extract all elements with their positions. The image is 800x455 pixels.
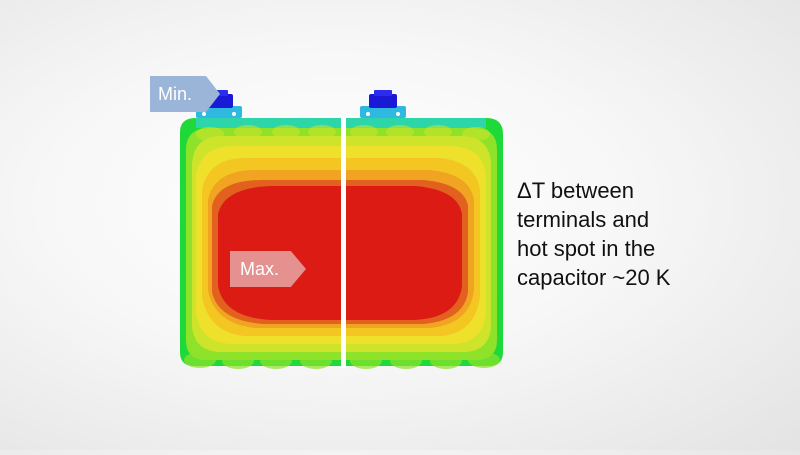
bottom-bumps-left	[184, 352, 332, 369]
delta-t-annotation: ΔT between terminals and hot spot in the…	[517, 176, 757, 292]
bottom-bumps-right	[350, 352, 500, 369]
contour-cyan-top	[346, 118, 486, 128]
annotation-line: capacitor ~20 K	[517, 265, 671, 290]
contour-red	[346, 186, 462, 320]
min-label: Min.	[158, 83, 193, 104]
annotation-line: terminals and	[517, 207, 650, 232]
contour-cyan-top	[196, 118, 341, 128]
max-temperature-tag: Max.	[230, 251, 306, 287]
top-bumps-right	[350, 125, 490, 141]
center-divider	[341, 118, 346, 368]
annotation-line: ΔT between	[517, 178, 635, 203]
min-temperature-tag: Min.	[150, 76, 220, 112]
max-label: Max.	[240, 258, 280, 279]
terminal-right	[360, 90, 406, 118]
top-bumps-left	[196, 125, 336, 141]
capacitor-right-half	[346, 118, 503, 369]
annotation-line: hot spot in the	[517, 236, 656, 261]
capacitor-left-half	[180, 118, 341, 369]
